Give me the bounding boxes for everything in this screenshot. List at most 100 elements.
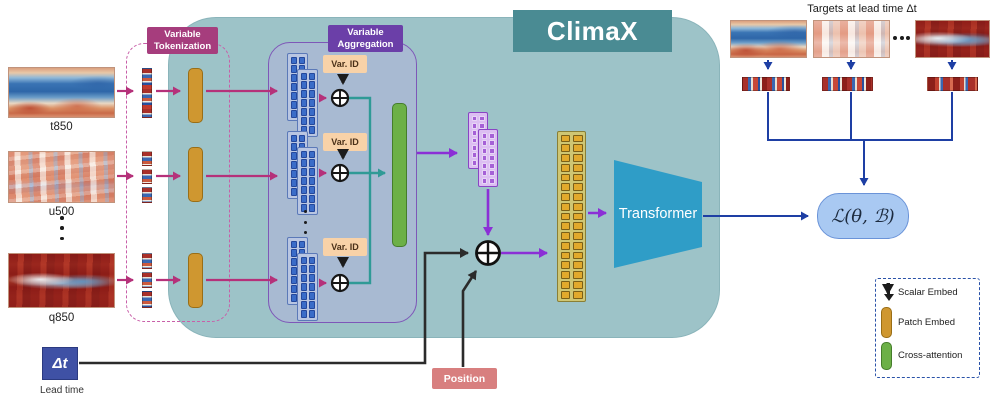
token-cell bbox=[290, 56, 297, 64]
token-cell bbox=[560, 241, 571, 250]
token-cell bbox=[560, 144, 571, 153]
token-cell bbox=[308, 195, 315, 203]
purple-token-grid-front bbox=[478, 129, 498, 187]
patch-embed-bar-u500 bbox=[188, 147, 203, 202]
token-cell bbox=[308, 204, 315, 212]
target-token-strip-1 bbox=[742, 77, 790, 91]
token-cell bbox=[308, 274, 315, 282]
token-cell bbox=[479, 122, 485, 129]
token-cell bbox=[290, 110, 297, 118]
token-cell bbox=[471, 159, 477, 166]
token-cell bbox=[290, 267, 297, 275]
variable-tokenization-line2: Tokenization bbox=[153, 40, 212, 52]
token-cell bbox=[489, 140, 495, 146]
token-cell bbox=[300, 108, 307, 116]
target-token-strip-3 bbox=[927, 77, 978, 91]
var-id-box-2: Var. ID bbox=[323, 133, 367, 151]
token-cell bbox=[481, 170, 487, 176]
transformer-label: Transformer bbox=[618, 206, 698, 222]
token-cell bbox=[489, 170, 495, 176]
token-cell bbox=[300, 301, 307, 309]
token-cell bbox=[560, 232, 571, 240]
lead-time-caption: Lead time bbox=[40, 385, 84, 396]
token-cell bbox=[290, 134, 297, 142]
target-token-strip-2 bbox=[822, 77, 873, 91]
legend-label-cross-attention: Cross-attention bbox=[898, 350, 963, 361]
token-cell bbox=[300, 195, 307, 203]
token-cell bbox=[481, 140, 487, 146]
position-label: Position bbox=[443, 372, 486, 385]
token-cell bbox=[471, 152, 477, 159]
lead-time-symbol: Δt bbox=[52, 355, 68, 372]
token-cell bbox=[300, 265, 307, 273]
token-cell bbox=[290, 285, 297, 293]
token-cell bbox=[572, 173, 583, 182]
token-cell bbox=[471, 130, 477, 137]
token-cell bbox=[308, 283, 315, 291]
target-image-3 bbox=[915, 20, 990, 58]
token-cell bbox=[471, 122, 477, 129]
token-cell bbox=[300, 168, 307, 176]
token-cell bbox=[290, 65, 297, 73]
scalar-embed-arrowhead-icon bbox=[883, 294, 894, 301]
yellow-token-column bbox=[557, 131, 586, 302]
token-cell bbox=[308, 90, 315, 98]
legend-label-scalar-embed: Scalar Embed bbox=[898, 287, 958, 298]
token-cell bbox=[481, 147, 487, 154]
legend-box bbox=[875, 278, 980, 378]
token-cell bbox=[481, 132, 487, 139]
input-label-u500: u500 bbox=[48, 206, 75, 218]
token-cell bbox=[300, 310, 307, 318]
token-cell bbox=[290, 188, 297, 196]
target-image-1 bbox=[730, 20, 807, 58]
token-cell bbox=[572, 251, 583, 260]
token-cell bbox=[560, 290, 571, 299]
token-cell bbox=[479, 115, 485, 122]
token-cell bbox=[290, 92, 297, 100]
token-cell bbox=[572, 163, 583, 172]
token-cell bbox=[572, 134, 583, 143]
inputs-ellipsis-icon bbox=[58, 216, 66, 240]
token-cell bbox=[308, 310, 315, 318]
token-cell bbox=[572, 280, 583, 289]
token-cell bbox=[560, 251, 571, 260]
token-cell bbox=[489, 162, 495, 169]
token-cell bbox=[290, 294, 297, 302]
token-cell bbox=[560, 193, 571, 201]
token-cell bbox=[560, 261, 571, 270]
token-cell bbox=[300, 256, 307, 264]
cross-attention-legend-icon bbox=[881, 342, 892, 370]
token-cell bbox=[572, 241, 583, 250]
token-cell bbox=[560, 202, 571, 211]
token-cell bbox=[560, 271, 571, 279]
token-cell bbox=[489, 132, 495, 139]
token-cell bbox=[308, 265, 315, 273]
token-cell bbox=[308, 186, 315, 194]
token-cell bbox=[290, 240, 297, 248]
token-cell bbox=[308, 81, 315, 89]
token-cell bbox=[290, 161, 297, 169]
token-strip-u500-seg2 bbox=[142, 169, 152, 184]
loss-box: ℒ(θ, ℬ) bbox=[817, 193, 909, 239]
token-cell bbox=[308, 292, 315, 300]
legend-label-patch-embed: Patch Embed bbox=[898, 317, 956, 328]
loss-formula: ℒ(θ, ℬ) bbox=[831, 205, 895, 227]
token-cell bbox=[572, 183, 583, 192]
token-cell bbox=[300, 81, 307, 89]
token-cell bbox=[308, 150, 315, 158]
climax-title-text: ClimaX bbox=[546, 15, 639, 46]
token-cell bbox=[560, 222, 571, 231]
token-cell bbox=[489, 177, 495, 184]
cross-attention-bar bbox=[392, 103, 407, 247]
token-cell bbox=[300, 72, 307, 80]
token-cell bbox=[308, 301, 315, 309]
target-image-2 bbox=[813, 20, 890, 58]
input-label-t850: t850 bbox=[50, 121, 73, 133]
token-cell bbox=[572, 290, 583, 299]
token-cell bbox=[308, 117, 315, 125]
token-cell bbox=[308, 159, 315, 167]
aggregation-ellipsis-icon bbox=[302, 210, 308, 234]
token-cell bbox=[471, 144, 477, 151]
token-cell bbox=[572, 232, 583, 240]
